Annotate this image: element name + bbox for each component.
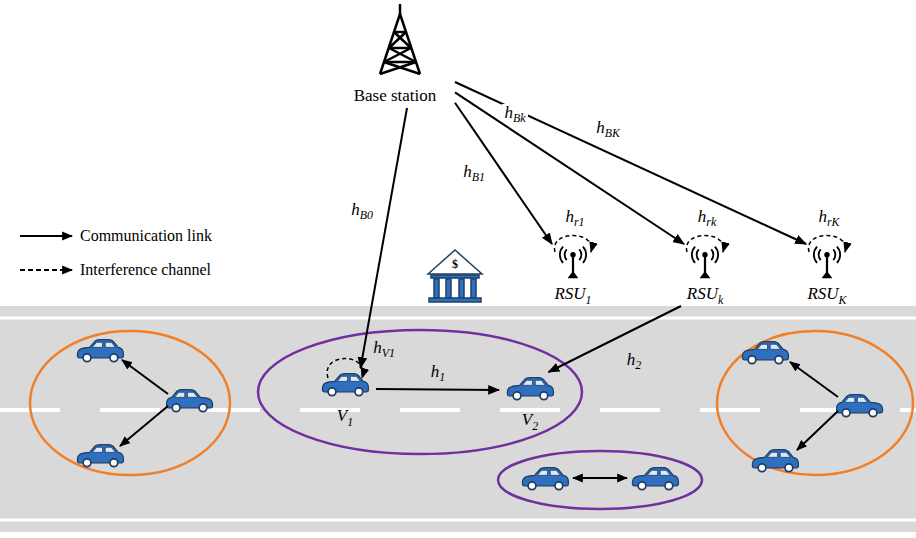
symbol-base: h [565, 207, 574, 226]
vehicle-node: V2 [499, 372, 561, 432]
symbol-base: h [596, 118, 605, 137]
communication-link [361, 108, 408, 368]
symbol-base: V [337, 406, 347, 425]
subscript: 1 [586, 293, 592, 307]
symbol-base: h [698, 207, 707, 226]
subscript: 2 [532, 419, 538, 433]
vehicle-node: V1 [314, 368, 376, 428]
subscript: rK [827, 215, 840, 229]
group-ellipse [30, 330, 913, 509]
rsu-node: RSUK [797, 244, 857, 306]
legend-sample [20, 236, 72, 270]
channel-label: hrK [816, 208, 841, 227]
channel-label: hBk [502, 104, 527, 123]
subscript: B0 [360, 208, 373, 222]
road [0, 306, 916, 532]
node-label: Base station [352, 86, 439, 108]
symbol-base: RSU [554, 284, 585, 303]
symbol-base: h [463, 162, 472, 181]
subscript: 1 [439, 370, 445, 384]
rsu-node: RSU1 [543, 244, 603, 306]
rsu-node: RSUk [675, 244, 735, 306]
subscript: r1 [574, 215, 585, 229]
rsu-icons [560, 247, 840, 279]
channel-label: hB1 [461, 163, 487, 182]
broadcast-arrow [120, 360, 838, 478]
channel-label: hV1 [371, 339, 397, 358]
subscript: V1 [382, 346, 395, 360]
legend-entry: Interference channel [80, 261, 211, 279]
symbol-base: RSU [687, 284, 718, 303]
communication-link [549, 306, 681, 372]
channel-label: h1 [429, 363, 447, 382]
node-label: RSU1 [552, 284, 593, 306]
subscript: BK [605, 126, 620, 140]
subscript: 1 [347, 415, 353, 429]
channel-label: hB0 [349, 201, 375, 220]
node-label: V2 [520, 410, 540, 432]
symbol-base: h [351, 200, 360, 219]
channel-label: hr1 [563, 208, 586, 227]
symbol-base: V [522, 410, 532, 429]
bank-symbol: $ [450, 258, 460, 271]
symbol-base: h [627, 350, 636, 369]
channel-label: hrk [696, 208, 718, 227]
communication-link [376, 389, 499, 390]
interference-loop [327, 236, 845, 379]
symbol-base: h [504, 103, 513, 122]
node-label: RSUK [805, 284, 848, 306]
symbol-base: h [431, 362, 440, 381]
base-station: Base station [335, 4, 455, 108]
tower-icon [380, 4, 420, 74]
channel-label: hBK [594, 119, 622, 138]
legend-entry: Communication link [80, 227, 212, 245]
symbol-base: h [373, 338, 382, 357]
subscript: B1 [472, 170, 485, 184]
symbol-base: h [818, 207, 827, 226]
symbol-base: RSU [807, 284, 838, 303]
communication-link [455, 92, 684, 244]
subscript: rk [706, 215, 716, 229]
communication-link [455, 82, 806, 244]
node-label: RSUk [685, 284, 725, 306]
subscript: K [839, 293, 847, 307]
node-label: V1 [335, 406, 355, 428]
car-icon [77, 340, 882, 490]
subscript: k [718, 293, 723, 307]
subscript: Bk [513, 111, 526, 125]
channel-label: h2 [625, 351, 643, 370]
bank-icon [428, 250, 482, 302]
subscript: 2 [635, 358, 641, 372]
